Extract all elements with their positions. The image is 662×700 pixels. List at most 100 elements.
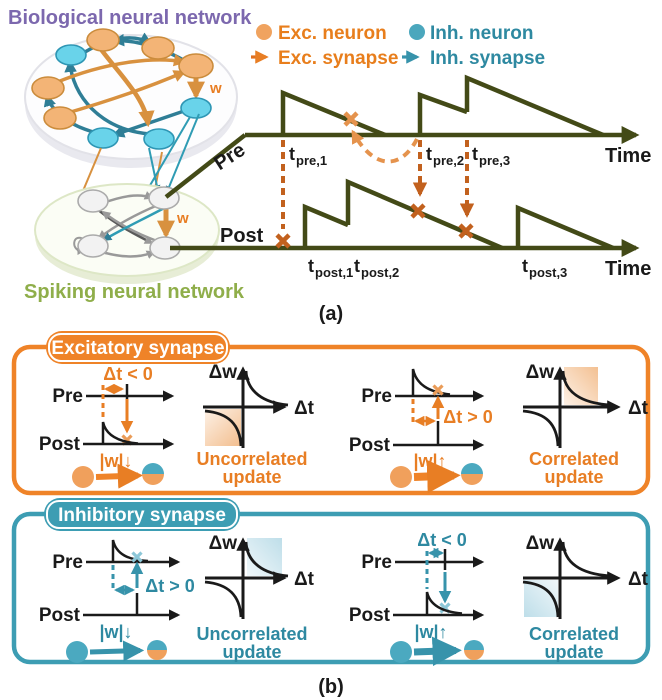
- exc-synapse-arrow-icon: [95, 463, 144, 489]
- x-marker: [343, 111, 359, 127]
- pre-spike-3: [464, 74, 604, 138]
- dw-axis-label: Δw: [526, 533, 555, 554]
- ltd-curve: [204, 409, 243, 447]
- inh-correlated-timing: Δt < 0 Pre Post |w|↑: [349, 530, 485, 667]
- bio-network: Biological neural network: [8, 7, 252, 168]
- weight-change-label: |w|↑: [413, 451, 446, 471]
- x-marker: [458, 223, 474, 239]
- post-spike-train: [170, 178, 640, 257]
- excitatory-badge: [46, 331, 230, 364]
- tick-t: t: [308, 256, 314, 276]
- excitatory-title: Excitatory synapse: [51, 338, 224, 359]
- exc-neuron-node: [178, 53, 214, 79]
- legend-inh-neuron: Inh. neuron: [430, 23, 533, 44]
- update-caption-2: update: [544, 467, 603, 487]
- bio-neurons: [31, 28, 214, 150]
- snn-neuron-node: [77, 189, 109, 213]
- panel-b-caption: (b): [318, 676, 344, 698]
- post-label: Post: [349, 605, 391, 626]
- excitatory-box: Excitatory synapse Δt < 0 Pre Post |w|↓: [11, 331, 651, 496]
- exc-correlated-stdp: Δw Δt Correlated update: [522, 362, 649, 487]
- snn-neurons: [77, 186, 181, 260]
- ltp-curve: [561, 370, 611, 407]
- dt-axis-label: Δt: [628, 398, 649, 419]
- dw-axis-label: Δw: [209, 533, 238, 554]
- exc-correlated-timing: Pre Δt > 0 Post |w|↑: [349, 368, 493, 494]
- tick-t: t: [472, 144, 478, 164]
- bio-network-title: Biological neural network: [8, 7, 252, 29]
- weight-change-label: |w|↓: [99, 622, 132, 642]
- exc-synapse-arrow-icon: [413, 459, 461, 494]
- inh-neuron-node: [143, 128, 175, 150]
- tick-sub: pre,3: [479, 153, 510, 168]
- x-marker: [410, 203, 426, 219]
- post-spike-2: [345, 178, 503, 251]
- update-caption-2: update: [222, 642, 281, 662]
- ltp-curve: [561, 541, 611, 578]
- pre-label: Pre: [361, 386, 392, 407]
- inh-uncorrelated-stdp: Δw Δt Uncorrelated update: [196, 533, 314, 662]
- pre-decay-spike: [411, 368, 451, 396]
- ltp-curve: [244, 370, 289, 407]
- ltd-curve: [522, 409, 560, 447]
- exc-neuron-dot-icon: [256, 24, 272, 40]
- tick-sub: pre,2: [433, 153, 464, 168]
- inh-uncorrelated-timing: Pre Δt > 0 Post |w|↓: [39, 539, 195, 663]
- excitatory-border: [11, 344, 651, 496]
- exc-synapse-glyph: [390, 459, 483, 494]
- target-neuron-icon: [461, 463, 483, 485]
- inh-synapse-glyph: [66, 640, 167, 663]
- update-caption-2: update: [544, 642, 603, 662]
- tick-sub: pre,1: [296, 153, 327, 168]
- inhibitory-title: Inhibitory synapse: [58, 505, 226, 526]
- dw-axis-label: Δw: [209, 362, 238, 383]
- pre-label: Pre: [52, 552, 83, 573]
- post-label: Post: [349, 435, 391, 456]
- correlation-arrows: [275, 111, 475, 249]
- ltd-curve: [204, 580, 243, 618]
- exc-source-neuron-icon: [390, 466, 412, 488]
- exc-uncorrelated-timing: Δt < 0 Pre Post |w|↓: [39, 364, 175, 489]
- inh-neuron-node: [180, 97, 212, 119]
- snn-neuron-node: [77, 234, 109, 258]
- inh-neuron-node: [55, 44, 87, 66]
- target-neuron-icon: [142, 463, 164, 485]
- post-label: Post: [39, 605, 81, 626]
- inhibitory-badge-inner: [46, 500, 238, 529]
- inh-source-neuron-icon: [66, 641, 88, 663]
- legend-inh-synapse: Inh. synapse: [430, 48, 545, 69]
- update-caption-1: Correlated: [529, 449, 619, 469]
- panel-a: Biological neural network: [8, 7, 651, 325]
- update-caption-1: Uncorrelated: [196, 449, 307, 469]
- tick-sub: post,2: [361, 265, 399, 280]
- bio-weight-label: w: [209, 80, 222, 97]
- legend-exc-neuron: Exc. neuron: [278, 23, 387, 44]
- exc-neuron-node: [43, 106, 77, 130]
- legend-exc-synapse: Exc. synapse: [278, 48, 398, 69]
- pre-label: Pre: [52, 386, 83, 407]
- legend: Exc. neuron Inh. neuron Exc. synapse Inh…: [251, 23, 545, 69]
- x-marker: [275, 233, 291, 249]
- tick-t: t: [354, 256, 360, 276]
- dt-label: Δt < 0: [103, 364, 152, 384]
- ltd-curve: [522, 580, 560, 618]
- post-decay-spike: [101, 421, 139, 445]
- dt-label: Δt > 0: [145, 576, 194, 596]
- pre-rise-line: [164, 133, 247, 199]
- ltp-curve: [244, 541, 289, 578]
- exc-uncorrelated-stdp: Δw Δt Uncorrelated update: [196, 362, 314, 487]
- target-neuron-icon: [147, 640, 167, 660]
- exc-source-neuron-icon: [72, 466, 94, 488]
- post-spike-3: [515, 204, 614, 251]
- inh-synapse-glyph: [390, 636, 484, 667]
- inh-source-neuron-icon: [390, 641, 412, 663]
- inh-synapse-arrow-icon: [89, 640, 145, 662]
- post-time-label: Time: [605, 258, 651, 280]
- pre-spike-2: [417, 91, 468, 135]
- update-caption-1: Uncorrelated: [196, 624, 307, 644]
- post-train-label: Post: [220, 225, 264, 247]
- tick-t: t: [289, 144, 295, 164]
- weight-change-label: |w|↓: [99, 451, 132, 471]
- target-neuron-icon: [464, 640, 484, 660]
- post-decay-spike: [425, 591, 463, 615]
